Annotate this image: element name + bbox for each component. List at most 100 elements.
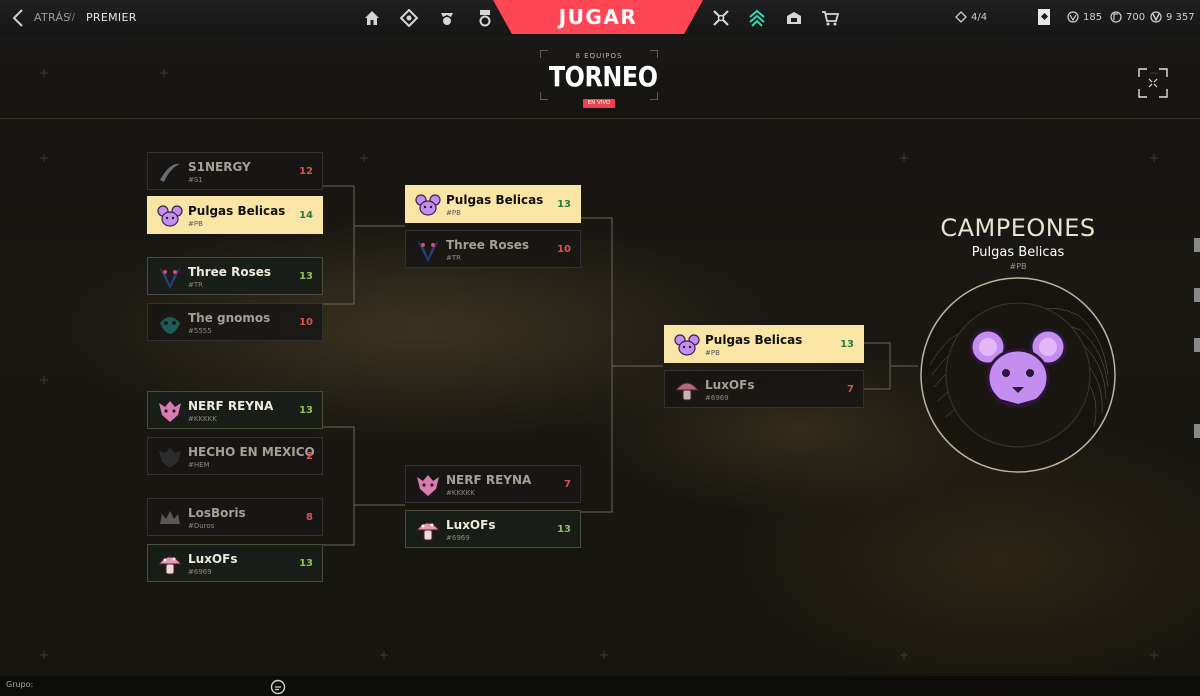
team-tag: #5555: [188, 327, 212, 335]
party-size-indicator[interactable]: 4/4: [955, 11, 987, 23]
crown-logo-icon: [160, 511, 180, 524]
play-button[interactable]: JUGAR: [493, 0, 703, 34]
chat-bubble-icon[interactable]: [270, 679, 286, 695]
team-name: LuxOFs: [188, 552, 238, 566]
bracket-slot-sf1-bottom[interactable]: Three Roses #TR 10: [405, 230, 581, 268]
mushroom-logo-icon: [674, 382, 700, 401]
roses-logo-icon: [159, 267, 181, 289]
pink-creature-logo-icon: [417, 475, 439, 496]
play-button-label: JUGAR: [558, 5, 638, 29]
bracket-slot-qf3-top[interactable]: NERF REYNA #KKKKK 13: [147, 391, 323, 429]
pink-creature-logo-icon: [159, 401, 181, 422]
bracket-slot-final-bottom[interactable]: LuxOFs #6969 7: [664, 370, 864, 408]
collection-icon[interactable]: [785, 9, 803, 27]
party-icon: [955, 11, 967, 23]
page-title: TORNEO: [548, 60, 658, 93]
bracket-slot-sf1-top[interactable]: Pulgas Belicas #PB 13: [405, 185, 581, 223]
battlepass-icon[interactable]: [400, 9, 418, 27]
home-icon[interactable]: [363, 9, 381, 27]
chat-bar: Grupo:: [0, 676, 1200, 696]
radianite-icon: [1067, 11, 1079, 23]
store-icon[interactable]: [821, 9, 839, 27]
valorant-points-icon: [1150, 11, 1162, 23]
team-score: 10: [557, 244, 571, 255]
esports-icon[interactable]: [712, 9, 730, 27]
team-score: 8: [306, 512, 313, 523]
back-link[interactable]: ATRÁS: [34, 11, 71, 24]
rat-logo-icon: [415, 194, 441, 216]
team-name: Pulgas Belicas: [446, 193, 544, 207]
team-tag: #PB: [188, 220, 203, 228]
team-name: The gnomos: [188, 311, 271, 325]
team-score: 7: [847, 384, 854, 395]
team-name: LosBoris: [188, 506, 246, 520]
bracket-slot-qf4-top[interactable]: LosBoris #Duros 8: [147, 498, 323, 536]
side-tab-indicator[interactable]: [1194, 238, 1200, 252]
team-tag: #TR: [188, 281, 204, 289]
team-score: 10: [299, 317, 313, 328]
team-score: 13: [840, 339, 854, 350]
team-score: 13: [557, 199, 571, 210]
bracket-slot-qf3-bottom[interactable]: HECHO EN MEXICO #HEM 2: [147, 437, 323, 475]
team-tag: #PB: [705, 349, 720, 357]
breadcrumb-current: PREMIER: [86, 11, 137, 24]
swoosh-logo-icon: [160, 163, 180, 182]
side-tab-indicator[interactable]: [1194, 424, 1200, 438]
team-tag: #6969: [446, 534, 470, 542]
back-chevron-icon[interactable]: [10, 8, 28, 28]
group-label: Grupo:: [6, 680, 34, 689]
bracket-slot-qf2-top[interactable]: Three Roses #TR 13: [147, 257, 323, 295]
mushroom-logo-icon: [157, 556, 183, 575]
team-name: HECHO EN MEXICO: [188, 445, 315, 459]
career-icon[interactable]: [476, 9, 494, 27]
team-name: NERF REYNA: [446, 473, 532, 487]
mushroom-logo-icon: [415, 522, 441, 541]
team-tag: #KKKKK: [188, 415, 217, 423]
team-score: 7: [564, 479, 571, 490]
kingdom-credits-amount: 700: [1126, 11, 1146, 23]
team-name: Pulgas Belicas: [705, 333, 803, 347]
roses-logo-icon: [417, 240, 439, 262]
gnome-logo-icon: [160, 317, 180, 334]
kingdom-credits-icon: [1110, 11, 1122, 23]
team-score: 13: [299, 405, 313, 416]
champions-title: CAMPEONES: [940, 214, 1096, 242]
premier-icon[interactable]: [748, 9, 766, 27]
team-tag: #6969: [188, 568, 212, 576]
team-score: 13: [299, 271, 313, 282]
chat-input[interactable]: [40, 678, 264, 696]
live-badge: EN VIVO: [583, 99, 615, 108]
breadcrumb-separator: //: [68, 12, 76, 23]
agents-icon[interactable]: [438, 9, 456, 27]
bracket-slot-qf2-bottom[interactable]: The gnomos #5555 10: [147, 303, 323, 341]
player-card-icon[interactable]: [1038, 9, 1050, 25]
team-name: S1NERGY: [188, 160, 251, 174]
team-name: Three Roses: [446, 238, 530, 252]
team-score: 14: [299, 210, 313, 221]
teams-count: 8 EQUIPOS: [575, 52, 623, 60]
bracket-slot-qf1-top[interactable]: S1NERGY #S1 12: [147, 152, 323, 190]
team-score: 2: [306, 451, 313, 462]
bracket-slot-sf2-top[interactable]: NERF REYNA #KKKKK 7: [405, 465, 581, 503]
champion-rat-logo-icon: [969, 328, 1067, 408]
bracket-slot-qf4-bottom[interactable]: LuxOFs #6969 13: [147, 544, 323, 582]
top-navigation-bar: ATRÁS // PREMIER JUGAR 4/4: [0, 0, 1200, 37]
rat-logo-icon: [674, 334, 700, 356]
team-tag: #TR: [446, 254, 462, 262]
side-tab-indicator[interactable]: [1194, 338, 1200, 352]
team-tag: #HEM: [188, 461, 210, 469]
team-name: NERF REYNA: [188, 399, 274, 413]
kingdom-credits-balance: 700: [1110, 11, 1145, 23]
dark-creature-logo-icon: [159, 448, 181, 468]
fullscreen-toggle-icon[interactable]: [1138, 68, 1168, 98]
valorant-points-amount: 9 357: [1166, 11, 1195, 23]
champion-team-name: Pulgas Belicas: [971, 245, 1065, 260]
team-name: Three Roses: [188, 265, 272, 279]
bracket-slot-qf1-bottom[interactable]: Pulgas Belicas #PB 14: [147, 196, 323, 234]
radianite-balance: 185: [1067, 11, 1102, 23]
side-tab-indicator[interactable]: [1194, 288, 1200, 302]
bracket-slot-final-top[interactable]: Pulgas Belicas #PB 13: [664, 325, 864, 363]
bracket-slot-sf2-bottom[interactable]: LuxOFs #6969 13: [405, 510, 581, 548]
team-name: Pulgas Belicas: [188, 204, 286, 218]
